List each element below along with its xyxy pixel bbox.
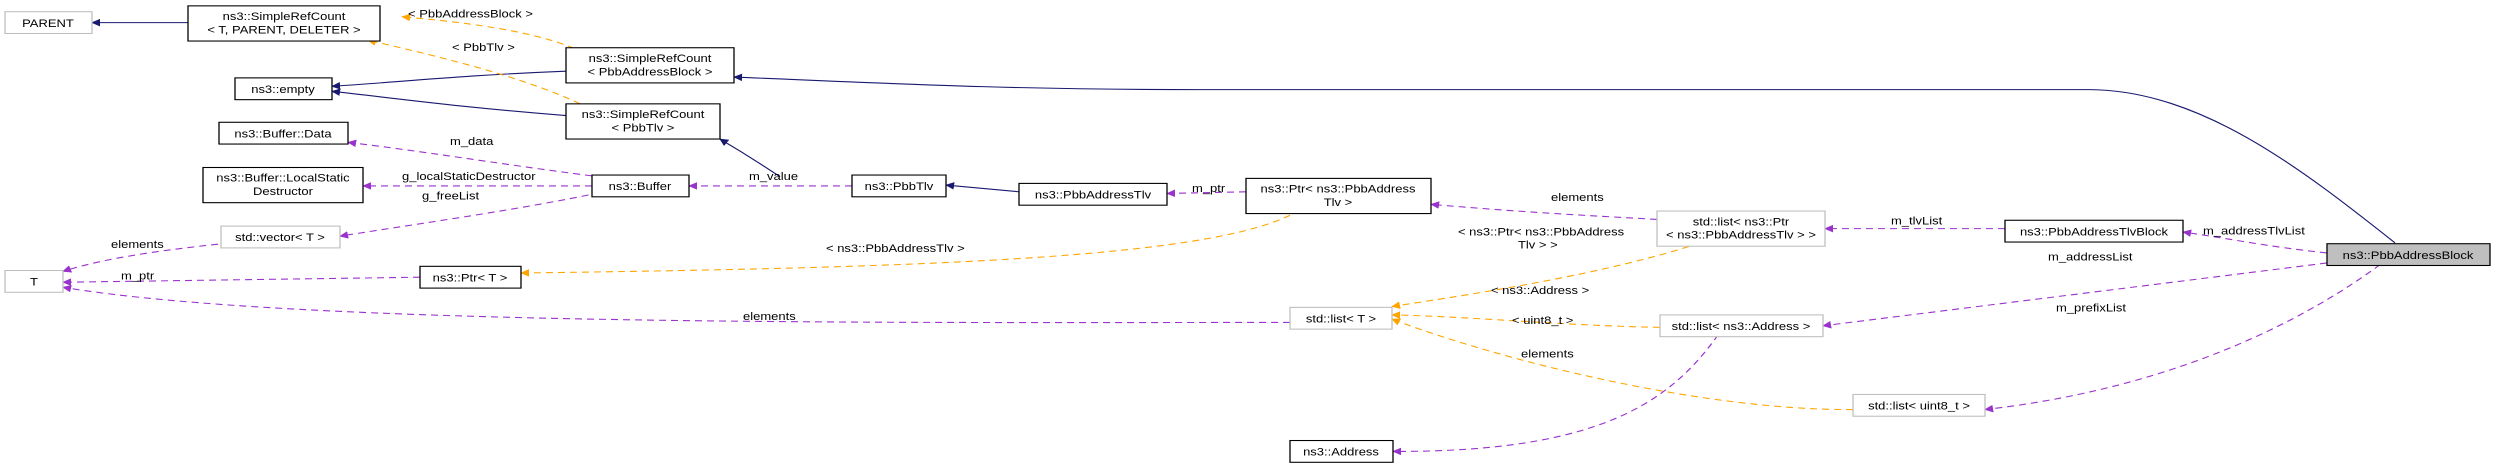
label-g-local-static-destructor: g_localStaticDestructor bbox=[402, 170, 536, 183]
svg-text:ns3::PbbAddressBlock: ns3::PbbAddressBlock bbox=[2343, 249, 2475, 262]
edge-ptr-t-to-t-usage bbox=[62, 276, 421, 286]
svg-text:ns3::Buffer: ns3::Buffer bbox=[609, 180, 672, 193]
edge-ptr-pbb-address-tlv-to-ptr-t-template bbox=[520, 214, 1291, 277]
edge-pbb-address-block-to-list-address-usage bbox=[1822, 262, 2328, 329]
label-m-prefix-list: m_prefixList bbox=[2056, 302, 2127, 315]
node-t[interactable]: T bbox=[4, 269, 64, 293]
svg-text:std::vector< T >: std::vector< T > bbox=[235, 231, 325, 244]
svg-text:ns3::SimpleRefCount: ns3::SimpleRefCount bbox=[223, 10, 347, 23]
svg-text:ns3::PbbTlv: ns3::PbbTlv bbox=[865, 180, 934, 193]
svg-text:std::list< ns3::Ptr: std::list< ns3::Ptr bbox=[1693, 215, 1789, 228]
edge-list-t-to-t-usage bbox=[62, 284, 1291, 324]
svg-text:< ns3::PbbAddressTlv > >: < ns3::PbbAddressTlv > > bbox=[1666, 229, 1816, 242]
svg-text:< PbbTlv >: < PbbTlv > bbox=[612, 121, 675, 134]
svg-text:ns3::Buffer::LocalStatic: ns3::Buffer::LocalStatic bbox=[216, 172, 349, 185]
edge-labels: < PbbAddressBlock > < PbbTlv > m_data g_… bbox=[111, 8, 2306, 361]
svg-text:Tlv >: Tlv > bbox=[1324, 196, 1353, 209]
edge-list-ptr-to-list-t-template bbox=[1391, 242, 1701, 309]
node-list-ptr[interactable]: std::list< ns3::Ptr < ns3::PbbAddressTlv… bbox=[1656, 210, 1826, 247]
node-ptr-t[interactable]: ns3::Ptr< T > bbox=[419, 265, 522, 289]
node-buffer-local-static-destructor[interactable]: ns3::Buffer::LocalStatic Destructor bbox=[202, 166, 364, 204]
svg-text:ns3::Address: ns3::Address bbox=[1303, 446, 1379, 459]
node-list-address[interactable]: std::list< ns3::Address > bbox=[1659, 314, 1824, 338]
svg-text:std::list< uint8_t >: std::list< uint8_t > bbox=[1868, 400, 1970, 413]
label-address-template: < ns3::Address > bbox=[1491, 284, 1589, 297]
svg-text:ns3::Buffer::Data: ns3::Buffer::Data bbox=[234, 127, 332, 140]
label-elements-list-t: elements bbox=[743, 310, 796, 323]
svg-text:< PbbAddressBlock >: < PbbAddressBlock > bbox=[588, 65, 713, 78]
label-elements-vector: elements bbox=[111, 238, 164, 251]
node-simple-ref-count-block[interactable]: ns3::SimpleRefCount < PbbAddressBlock > bbox=[565, 47, 735, 84]
label-pbb-address-block-template: < PbbAddressBlock > bbox=[408, 8, 533, 21]
node-empty[interactable]: ns3::empty bbox=[234, 77, 333, 101]
label-elements-list-ptr: elements bbox=[1551, 191, 1604, 204]
label-m-ptr-tlv: m_ptr bbox=[1192, 182, 1225, 195]
edge-pbb-tlv-to-simple-ref-count-tlv bbox=[719, 138, 781, 178]
node-pbb-tlv[interactable]: ns3::PbbTlv bbox=[851, 174, 947, 198]
node-pbb-address-tlv[interactable]: ns3::PbbAddressTlv bbox=[1018, 182, 1168, 206]
edge-pbb-address-block-to-simple-ref-count-block bbox=[733, 73, 2396, 244]
edge-simple-ref-count-tlv-to-empty bbox=[331, 88, 567, 117]
node-parent[interactable]: PARENT bbox=[4, 11, 93, 35]
svg-text:PARENT: PARENT bbox=[22, 17, 74, 30]
label-m-address-list: m_addressList bbox=[2048, 250, 2133, 263]
svg-text:ns3::SimpleRefCount: ns3::SimpleRefCount bbox=[582, 108, 706, 121]
node-buffer-data[interactable]: ns3::Buffer::Data bbox=[218, 121, 349, 145]
node-address[interactable]: ns3::Address bbox=[1289, 439, 1394, 463]
svg-text:ns3::empty: ns3::empty bbox=[251, 83, 315, 96]
svg-text:std::list< ns3::Address >: std::list< ns3::Address > bbox=[1672, 320, 1811, 333]
label-uint8-template: < uint8_t > bbox=[1512, 314, 1573, 327]
svg-text:ns3::SimpleRefCount: ns3::SimpleRefCount bbox=[589, 52, 713, 65]
node-buffer[interactable]: ns3::Buffer bbox=[591, 174, 690, 198]
node-list-t[interactable]: std::list< T > bbox=[1289, 306, 1393, 330]
edge-list-ptr-to-ptr-usage bbox=[1430, 201, 1658, 220]
label-g-free-list: g_freeList bbox=[422, 189, 480, 202]
label-ns3-pbb-address-tlv-template: < ns3::PbbAddressTlv > bbox=[826, 242, 965, 255]
label-pbb-tlv-template: < PbbTlv > bbox=[452, 41, 515, 54]
label-m-value: m_value bbox=[749, 170, 798, 183]
edge-pbb-address-tlv-to-ptr-usage bbox=[1166, 189, 1247, 198]
node-ptr-pbb-address-tlv[interactable]: ns3::Ptr< ns3::PbbAddress Tlv > bbox=[1245, 177, 1432, 215]
edge-list-uint8-to-list-t-template bbox=[1391, 318, 1854, 411]
edge-buffer-to-buffer-data-usage bbox=[347, 139, 593, 177]
edge-simple-ref-count-block-to-empty bbox=[331, 70, 567, 90]
edge-pbb-address-tlv-to-pbb-tlv bbox=[945, 182, 1020, 193]
node-vector-t[interactable]: std::vector< T > bbox=[220, 225, 341, 249]
label-m-data: m_data bbox=[450, 135, 494, 148]
edge-buffer-to-vector-t-usage bbox=[339, 192, 601, 239]
label-m-tlv-list: m_tlvList bbox=[1891, 214, 1943, 227]
edge-simple-ref-count-tlv-to-t-template bbox=[367, 38, 581, 105]
svg-text:ns3::Ptr< ns3::PbbAddress: ns3::Ptr< ns3::PbbAddress bbox=[1261, 183, 1416, 196]
svg-text:ns3::PbbAddressTlv: ns3::PbbAddressTlv bbox=[1035, 188, 1151, 201]
label-m-address-tlv-list: m_addressTlvList bbox=[2203, 225, 2306, 238]
label-elements-address: elements bbox=[1521, 348, 1574, 361]
svg-text:ns3::Ptr< T >: ns3::Ptr< T > bbox=[433, 271, 508, 284]
edge-pbb-address-block-to-list-uint8-usage bbox=[1984, 264, 2381, 413]
node-simple-ref-count-t[interactable]: ns3::SimpleRefCount < T, PARENT, DELETER… bbox=[187, 5, 381, 42]
node-pbb-address-tlv-block[interactable]: ns3::PbbAddressTlvBlock bbox=[2004, 219, 2184, 243]
svg-text:Destructor: Destructor bbox=[253, 185, 313, 198]
svg-text:< T, PARENT, DELETER >: < T, PARENT, DELETER > bbox=[207, 24, 360, 37]
label-m-ptr-t: m_ptr bbox=[121, 270, 154, 283]
node-simple-ref-count-tlv[interactable]: ns3::SimpleRefCount < PbbTlv > bbox=[565, 103, 721, 140]
label-ptr-template-line1: < ns3::Ptr< ns3::PbbAddress bbox=[1458, 225, 1624, 238]
edge-pbb-address-block-to-tlv-block-usage bbox=[2182, 229, 2328, 254]
edge-list-address-to-address-usage bbox=[1392, 334, 1719, 456]
svg-text:T: T bbox=[30, 276, 39, 289]
edge-vector-t-to-t-usage bbox=[62, 242, 231, 273]
nodes: PARENT ns3::SimpleRefCount < T, PARENT, … bbox=[4, 5, 2491, 463]
node-list-uint8[interactable]: std::list< uint8_t > bbox=[1852, 393, 1986, 417]
label-ptr-template-line2: Tlv > > bbox=[1518, 239, 1558, 252]
svg-text:ns3::PbbAddressTlvBlock: ns3::PbbAddressTlvBlock bbox=[2020, 225, 2169, 238]
svg-text:std::list< T >: std::list< T > bbox=[1306, 312, 1376, 325]
node-pbb-address-block[interactable]: ns3::PbbAddressBlock bbox=[2326, 243, 2491, 267]
